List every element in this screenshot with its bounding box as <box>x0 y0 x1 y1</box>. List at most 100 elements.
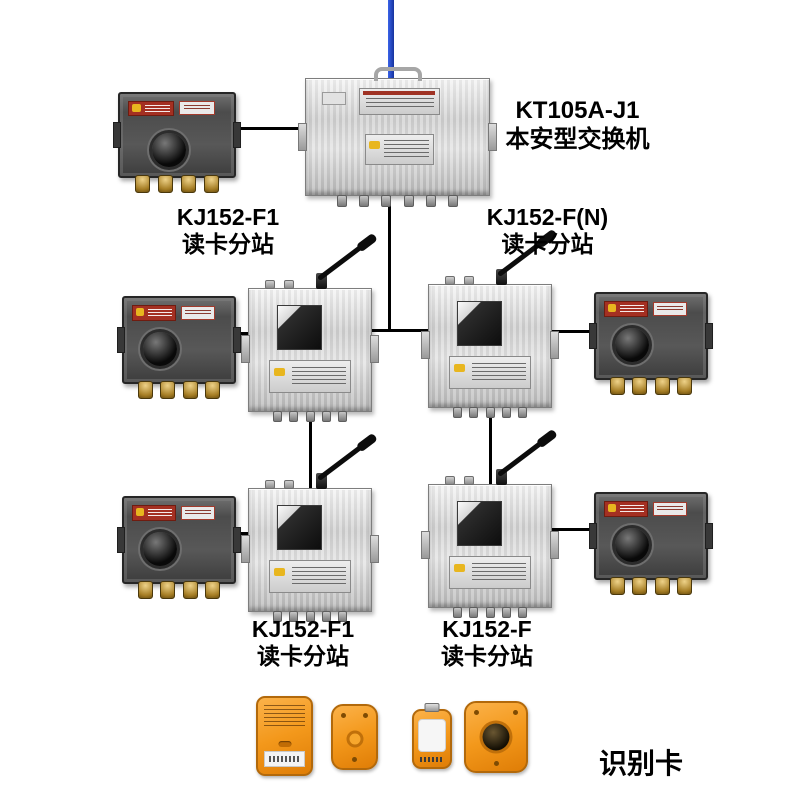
cable-gland <box>609 577 625 595</box>
warning-label-white <box>653 301 688 316</box>
card-speaker-ring <box>482 723 510 751</box>
connector-nub <box>464 276 475 285</box>
connector-nub <box>264 280 275 289</box>
connector-nub <box>284 480 295 489</box>
cable-gland <box>677 377 693 395</box>
brand-logo <box>368 140 380 149</box>
card-hole <box>493 761 499 767</box>
brand-logo <box>453 363 465 372</box>
station-model: KJ152-F1 <box>176 204 280 230</box>
cable-port <box>151 133 186 168</box>
switch-nameplate-top <box>359 88 440 115</box>
antenna-icon <box>316 244 363 281</box>
cable-gland <box>205 581 221 599</box>
cable-glands <box>266 411 354 422</box>
nameplate-text <box>292 366 346 387</box>
station-model: KJ152-F1 <box>251 616 355 642</box>
antenna-icon <box>316 444 363 481</box>
wire-left-drop <box>309 410 312 490</box>
cable-gland <box>337 411 347 422</box>
cable-gland <box>609 377 625 395</box>
card-text-lines <box>264 704 305 728</box>
wire-left-jbox-top <box>234 332 250 335</box>
brand-logo <box>273 367 285 376</box>
station-label-bottom-left: KJ152-F1 读卡分站 <box>223 616 383 670</box>
label-text <box>144 104 170 113</box>
label-text <box>147 508 173 517</box>
antenna-base <box>496 269 508 285</box>
cable-gland <box>453 607 463 618</box>
uplink-cable <box>388 0 394 80</box>
station-label-top-left: KJ152-F1 读卡分站 <box>148 204 308 258</box>
card-caption: 识别卡 <box>598 748 683 779</box>
station-name: 读卡分站 <box>441 643 533 669</box>
cable-gland <box>157 175 173 193</box>
warning-label-white <box>181 505 216 520</box>
ma-logo <box>135 508 145 517</box>
warning-label-white <box>179 101 215 116</box>
nameplate-text <box>472 562 526 583</box>
brass-glands <box>131 381 228 399</box>
cable-gland <box>134 175 150 193</box>
cable-port <box>614 327 649 362</box>
nameplate-text <box>292 566 346 587</box>
cable-gland <box>160 381 176 399</box>
cable-gland <box>654 577 670 595</box>
station-label-bottom-right: KJ152-F 读卡分站 <box>407 616 567 670</box>
id-card-2 <box>331 704 378 770</box>
card-ring <box>346 730 363 748</box>
cable-gland <box>305 611 315 622</box>
id-card-1 <box>256 696 313 776</box>
cable-gland <box>182 381 198 399</box>
cable-gland <box>426 195 437 207</box>
wire-right-drop <box>489 406 492 486</box>
cable-glands <box>446 407 534 418</box>
warning-label-red <box>127 100 174 117</box>
junction-box-right-1 <box>589 292 713 395</box>
switch-small-label <box>322 91 347 105</box>
cable-port <box>142 531 177 566</box>
ma-logo <box>607 504 617 513</box>
cable-gland <box>336 195 347 207</box>
wire-right-jbox-top <box>550 330 596 333</box>
wire-branch <box>372 329 428 332</box>
cable-gland <box>160 581 176 599</box>
cable-gland <box>273 611 283 622</box>
nameplate <box>448 355 532 389</box>
display-window <box>457 300 503 346</box>
nameplate <box>268 359 352 393</box>
card-clip <box>424 703 440 712</box>
antenna-icon <box>496 440 543 477</box>
brand-logo <box>273 567 285 576</box>
card-hole <box>473 710 479 716</box>
switch-name: 本安型交换机 <box>505 126 650 153</box>
card-hole <box>351 757 357 763</box>
brass-glands <box>603 577 700 595</box>
cable-gland <box>181 175 197 193</box>
cable-gland <box>517 407 527 418</box>
junction-box-right-2 <box>589 492 713 595</box>
reader-station-top-left <box>241 244 379 422</box>
reader-station-bottom-left <box>241 444 379 622</box>
wire-switch-drop <box>388 196 391 332</box>
brass-glands <box>127 175 227 193</box>
switch-cable-glands <box>324 195 470 207</box>
wire-junction-to-switch <box>236 127 306 130</box>
label-text <box>619 304 645 313</box>
cable-gland <box>337 611 347 622</box>
warning-label-red <box>131 504 176 521</box>
brass-glands <box>603 377 700 395</box>
cable-gland <box>501 407 511 418</box>
cable-gland <box>182 581 198 599</box>
cable-gland <box>453 407 463 418</box>
warning-label-red <box>131 304 176 321</box>
connector-nub <box>264 480 275 489</box>
card-button <box>278 740 291 747</box>
label-text <box>147 308 173 317</box>
station-name: 读卡分站 <box>257 643 349 669</box>
cable-gland <box>469 407 479 418</box>
nameplate-text <box>472 362 526 383</box>
cable-gland <box>358 195 369 207</box>
cable-gland <box>632 577 648 595</box>
